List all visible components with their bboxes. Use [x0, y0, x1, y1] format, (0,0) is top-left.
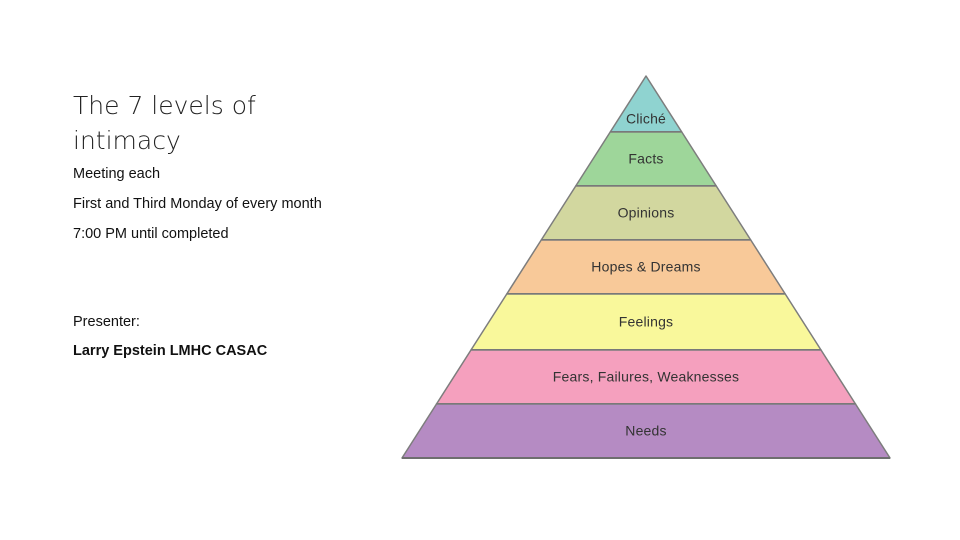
title-line-1: The 7 levels of — [73, 91, 256, 120]
presenter-label: Presenter: — [73, 314, 140, 330]
pyramid-label-needs: Needs — [625, 423, 666, 439]
pyramid-label-fears-failures-weaknesses: Fears, Failures, Weaknesses — [553, 369, 739, 385]
title-line-2: intimacy — [73, 126, 181, 155]
pyramid-label-clich: Cliché — [626, 110, 666, 126]
presenter-name: Larry Epstein LMHC CASAC — [73, 343, 268, 359]
time-line: 7:00 PM until completed — [73, 226, 229, 242]
schedule-line: First and Third Monday of every month — [73, 196, 322, 212]
pyramid-label-facts: Facts — [628, 151, 663, 167]
pyramid-label-hopes-dreams: Hopes & Dreams — [591, 259, 700, 275]
meeting-line: Meeting each — [73, 166, 161, 182]
pyramid-layers — [401, 75, 891, 459]
slide-title: The 7 levels of intimacy — [73, 88, 373, 158]
pyramid-label-opinions: Opinions — [618, 205, 675, 221]
pyramid-label-feelings: Feelings — [619, 314, 674, 330]
